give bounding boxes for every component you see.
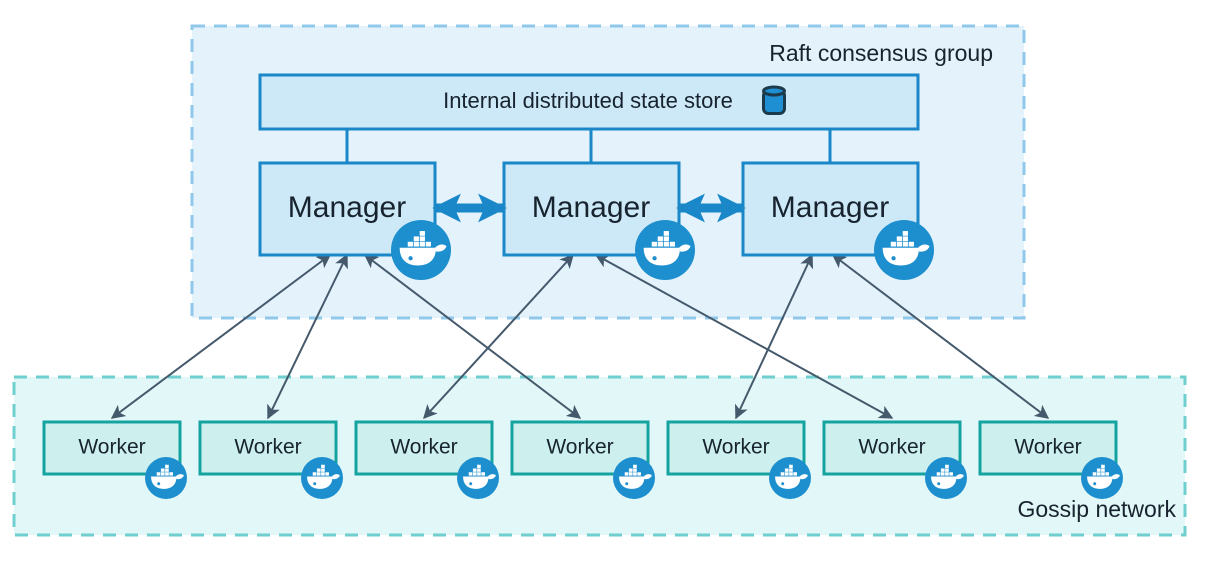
docker-whale-icon [613,457,655,499]
manager-worker-links [110,253,1050,420]
worker-label-5: Worker [702,436,769,459]
state-store-label: Internal distributed state store [443,88,733,113]
worker-label-1: Worker [78,436,145,459]
manager-worker-link-6 [734,253,814,420]
docker-whale-icon [1081,457,1123,499]
worker-label-2: Worker [234,436,301,459]
manager-worker-link-2 [267,253,348,420]
state-store-box [258,73,920,131]
worker-label-3: Worker [390,436,457,459]
worker-nodes: Worker Worker Worker Worker Worker Worker Work… [42,420,1123,499]
docker-whale-icon [925,457,967,499]
docker-whale-icon [874,220,934,280]
manager-node-1 [258,161,437,257]
state-store-node: Internal distributed state store [258,73,920,131]
worker-label-7: Worker [1014,436,1081,459]
manager-label-1: Manager [288,191,406,224]
manager-label-2: Manager [532,191,650,224]
group-label-raft: Raft consensus group [769,40,993,66]
manager-nodes: Manager Manager Manager [258,161,934,280]
docker-whale-icon [301,457,343,499]
docker-whale-icon [391,220,451,280]
docker-whale-icon [145,457,187,499]
docker-whale-icon [769,457,811,499]
docker-whale-icon [457,457,499,499]
connector-lines [345,129,832,163]
manager-label-3: Manager [771,191,889,224]
database-cylinder-icon [762,85,786,115]
docker-whale-icon [635,220,695,280]
manager-worker-link-7 [831,254,1050,419]
worker-label-6: Worker [858,436,925,459]
worker-label-4: Worker [546,436,613,459]
group-label-gossip: Gossip network [1017,496,1176,522]
manager-worker-link-4 [423,253,574,420]
